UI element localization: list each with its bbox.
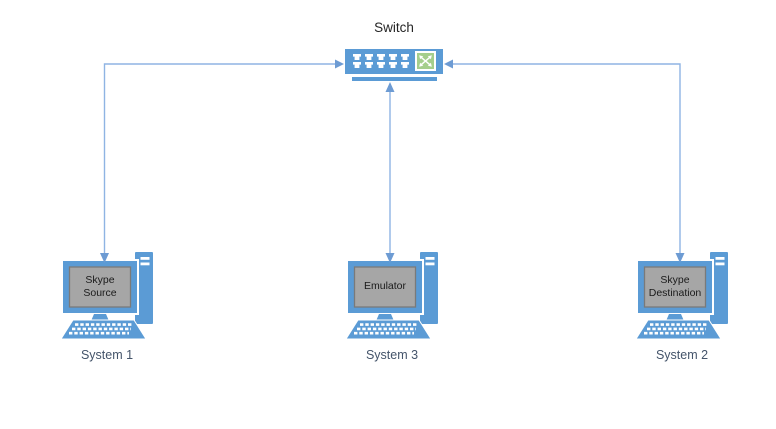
connector-system3-switch [385, 82, 395, 263]
node-system-3: Emulator System 3 [342, 250, 442, 362]
screen-label: Emulator [363, 280, 406, 293]
switch-title: Switch [374, 20, 414, 35]
switch-base [352, 77, 437, 81]
screen-label: Skype Source [83, 273, 117, 299]
connector-system1-switch [100, 59, 344, 263]
node-system-2: Skype Destination System 2 [632, 250, 732, 362]
network-switch-icon [345, 49, 443, 82]
crossover-arrows-icon [415, 51, 436, 71]
screen-label: Skype Destination [648, 273, 702, 299]
node-system-1: Skype Source System 1 [57, 250, 157, 362]
switch-body [345, 49, 443, 74]
node-caption: System 3 [365, 348, 419, 362]
node-caption: System 1 [80, 348, 134, 362]
node-caption: System 2 [655, 348, 709, 362]
connector-system2-switch [444, 59, 685, 263]
